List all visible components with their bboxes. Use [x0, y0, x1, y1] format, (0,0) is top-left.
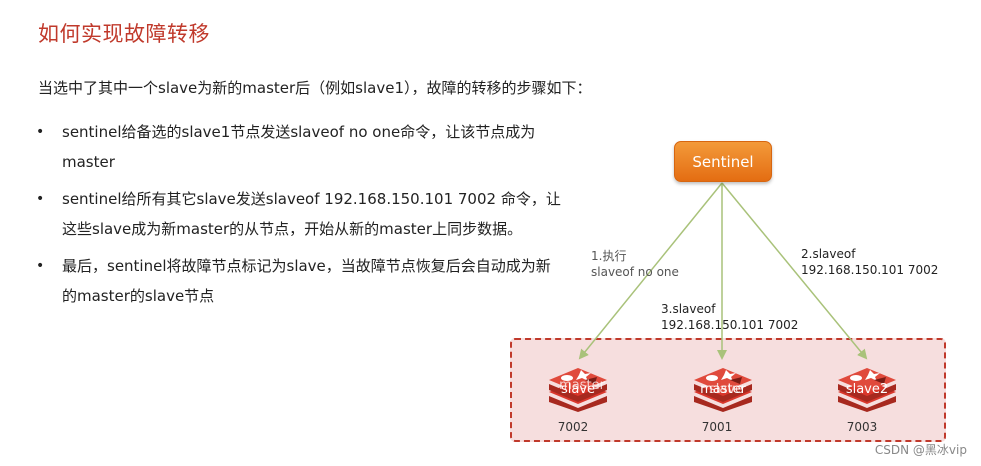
arrow-to-7003: [721, 182, 868, 360]
port-7002: 7002: [557, 420, 589, 434]
step3-line1: 3.slaveof: [661, 302, 716, 316]
bullet-dot: •: [36, 258, 45, 274]
bullet-text: sentinel给备选的slave1节点发送slaveof no one命令，让…: [62, 123, 536, 171]
redis-node-7003: slave2: [832, 362, 902, 412]
csdn-watermark: CSDN @黑冰vip: [874, 443, 967, 457]
step1-label: 1.执行 slaveof no one: [591, 248, 679, 280]
node-7001-label-b: slave: [708, 382, 744, 397]
bullet-item: • 最后，sentinel将故障节点标记为slave，当故障节点恢复后会自动成为新…: [36, 251, 561, 311]
bullet-text: 最后，sentinel将故障节点标记为slave，当故障节点恢复后会自动成为新的…: [62, 257, 551, 305]
bullet-list: • sentinel给备选的slave1节点发送slaveof no one命令，…: [36, 117, 561, 318]
sentinel-node: Sentinel: [674, 141, 772, 182]
redis-logo-icon: [694, 368, 752, 412]
step3-label: 3.slaveof 192.168.150.101 7002: [661, 301, 798, 333]
redis-node-7001: master slave: [688, 362, 758, 412]
bullet-text: sentinel给所有其它slave发送slaveof 192.168.150.…: [62, 190, 561, 238]
step2-line2: 192.168.150.101 7002: [801, 263, 939, 277]
step2-line1: 2.slaveof: [801, 247, 856, 261]
arrow-to-7002: [578, 182, 723, 360]
bullet-item: • sentinel给所有其它slave发送slaveof 192.168.150…: [36, 184, 561, 244]
node-7003-label-a: slave2: [845, 382, 889, 397]
step1-line2: slaveof no one: [591, 265, 679, 279]
port-7003: 7003: [846, 420, 878, 434]
step1-line1: 1.执行: [591, 249, 627, 263]
intro-text: 当选中了其中一个slave为新的master后（例如slave1），故障的转移的…: [38, 79, 592, 97]
bullet-item: • sentinel给备选的slave1节点发送slaveof no one命令，…: [36, 117, 561, 177]
node-7002-label-a: slave: [560, 382, 596, 397]
page-title: 如何实现故障转移: [38, 22, 210, 46]
bullet-dot: •: [36, 124, 45, 140]
step3-line2: 192.168.150.101 7002: [661, 318, 799, 332]
node-7002-label-b: master: [559, 378, 605, 393]
node-7001-label-a: master: [700, 382, 746, 397]
bullet-dot: •: [36, 191, 45, 207]
port-7001: 7001: [701, 420, 733, 434]
redis-logo-icon: [549, 368, 607, 412]
redis-node-7002: slave master: [543, 362, 613, 412]
step2-label: 2.slaveof 192.168.150.101 7002: [801, 246, 938, 278]
redis-logo-icon: [838, 368, 896, 412]
